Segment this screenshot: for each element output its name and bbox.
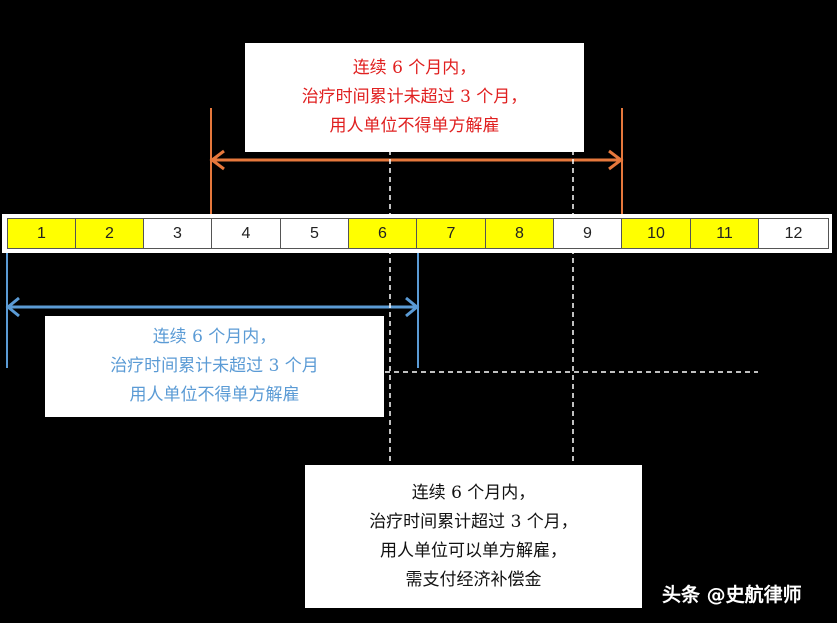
month-cell-7: 7 bbox=[416, 218, 486, 249]
left-note-line: 治疗时间累计未超过 3 个月 bbox=[110, 356, 319, 376]
bottom-note-line: 治疗时间累计超过 3 个月， bbox=[369, 511, 578, 532]
month-cell-9: 9 bbox=[553, 218, 622, 249]
left-note-line: 连续 6 个月内， bbox=[152, 327, 277, 347]
month-cell-2: 2 bbox=[75, 218, 144, 249]
top-note-line: 连续 6 个月内， bbox=[352, 58, 477, 78]
bottom-note-line: 需支付经济补偿金 bbox=[405, 569, 542, 590]
orange-double-arrow bbox=[209, 149, 624, 171]
month-cell-10: 10 bbox=[621, 218, 691, 249]
left-note-box: 连续 6 个月内， 治疗时间累计未超过 3 个月 用人单位不得单方解雇 bbox=[45, 316, 384, 417]
watermark: 头条 @史航律师 bbox=[662, 584, 802, 606]
month-cell-12: 12 bbox=[758, 218, 829, 249]
blue-double-arrow bbox=[5, 296, 420, 318]
top-note-box: 连续 6 个月内， 治疗时间累计未超过 3 个月， 用人单位不得单方解雇 bbox=[245, 43, 584, 152]
top-note-line: 治疗时间累计未超过 3 个月， bbox=[301, 87, 528, 107]
bottom-note-box: 连续 6 个月内， 治疗时间累计超过 3 个月， 用人单位可以单方解雇， 需支付… bbox=[305, 465, 642, 608]
month-cell-3: 3 bbox=[143, 218, 212, 249]
bottom-note-line: 连续 6 个月内， bbox=[411, 482, 536, 503]
month-cell-4: 4 bbox=[211, 218, 281, 249]
month-cell-1: 1 bbox=[7, 218, 76, 249]
top-note-line: 用人单位不得单方解雇 bbox=[329, 116, 500, 136]
bottom-note-line: 用人单位可以单方解雇， bbox=[380, 540, 567, 561]
month-cell-8: 8 bbox=[485, 218, 554, 249]
month-cell-6: 6 bbox=[348, 218, 417, 249]
left-note-line: 用人单位不得单方解雇 bbox=[129, 385, 300, 405]
month-cell-5: 5 bbox=[280, 218, 349, 249]
month-cell-11: 11 bbox=[690, 218, 759, 249]
